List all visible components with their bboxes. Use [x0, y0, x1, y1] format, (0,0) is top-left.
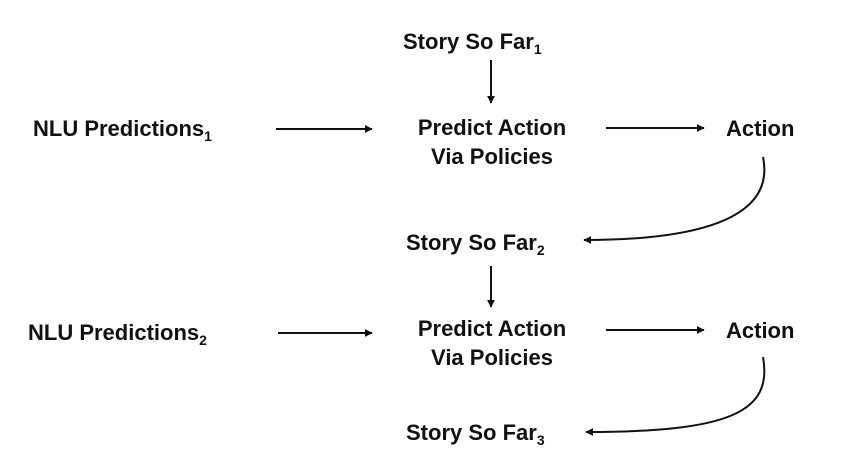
action-1-label: Action: [726, 116, 795, 141]
story-so-far-2-node: Story So Far2: [406, 228, 545, 257]
arrow-action2-to-story3: [585, 356, 766, 436]
story-so-far-1-label: Story So Far: [403, 29, 534, 54]
story-so-far-2-label: Story So Far: [406, 230, 537, 255]
story-so-far-2-index: 2: [536, 242, 545, 258]
predict-action-1-node: Predict Action Via Policies: [381, 113, 603, 171]
nlu-predictions-2-label: NLU Predictions: [28, 320, 200, 345]
story-so-far-3-node: Story So Far3: [406, 418, 545, 447]
nlu-predictions-1-label: NLU Predictions: [33, 116, 205, 141]
story-so-far-3-index: 3: [536, 432, 545, 448]
predict-action-1-line1: Predict Action: [417, 115, 567, 140]
nlu-predictions-2-index: 2: [199, 332, 207, 348]
story-so-far-3-label: Story So Far: [406, 420, 537, 445]
action-2-node: Action: [726, 316, 794, 345]
action-2-label: Action: [726, 318, 795, 343]
predict-action-2-node: Predict Action Via Policies: [381, 314, 603, 372]
action-1-node: Action: [726, 114, 794, 143]
arrow-action1-to-story2: [583, 156, 766, 244]
nlu-predictions-1-index: 1: [204, 128, 212, 144]
predict-action-2-line2: Via Policies: [431, 345, 553, 370]
nlu-predictions-2-node: NLU Predictions2: [28, 318, 207, 347]
predict-action-1-line2: Via Policies: [431, 144, 553, 169]
nlu-predictions-1-node: NLU Predictions1: [33, 114, 212, 143]
story-so-far-1-node: Story So Far1: [403, 27, 542, 56]
predict-action-2-line1: Predict Action: [417, 316, 567, 341]
story-so-far-1-index: 1: [533, 41, 542, 57]
